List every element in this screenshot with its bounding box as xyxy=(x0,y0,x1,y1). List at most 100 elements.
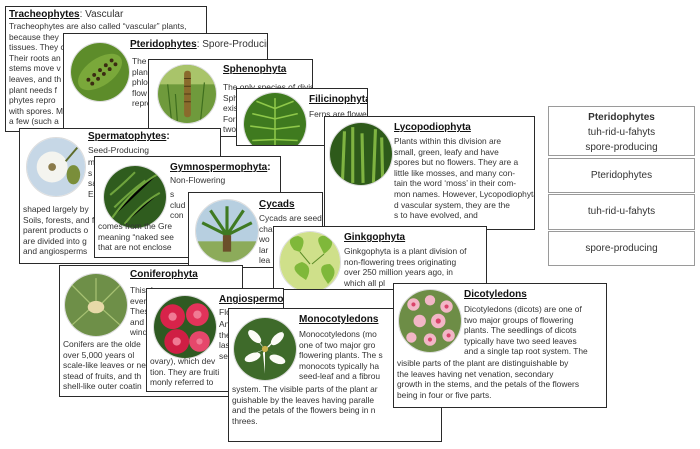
text-line: m xyxy=(88,157,95,167)
text-line: monocots typically ha xyxy=(299,360,380,371)
text-line: Ferns are flowerless, vascular xyxy=(309,109,367,119)
card-title: Angiospermophyta: xyxy=(219,294,284,305)
text-line: plants. The seedlings of dicots xyxy=(464,325,577,336)
text-line: sa xyxy=(88,178,97,189)
card-title: Lycopodiophyta xyxy=(394,122,471,133)
label-card-text: Pteridophytes xyxy=(590,170,653,181)
card-text-bottom: system. The visible parts of the plant a… xyxy=(232,384,438,426)
card-title: Cycads xyxy=(259,199,295,210)
camellia-photo xyxy=(153,295,217,359)
dandelion-seed-photo xyxy=(26,137,86,197)
label-card-pronunciation: tuh-rid-u-fahyts xyxy=(548,194,695,230)
text-line: Sphe xyxy=(223,92,243,103)
card-ginkgophyta: Ginkgophyta Ginkgophyta is a plant divis… xyxy=(273,226,487,290)
text-line: over 250 million years ago, in xyxy=(344,267,453,278)
text-line: s xyxy=(170,189,175,199)
card-text: mssaEa xyxy=(88,157,108,199)
text-line: and c xyxy=(130,316,151,327)
master-card-meaning: spore-producing xyxy=(585,142,658,153)
text-line: one of two major gro xyxy=(299,339,376,350)
text-line: Conifers are the olde xyxy=(63,339,141,349)
text-line: Ginkgophyta is a plant division of xyxy=(344,246,467,256)
text-line: This d xyxy=(130,285,153,295)
text-line: typically have two seed leaves xyxy=(464,335,577,346)
text-line: see xyxy=(219,350,233,361)
text-line: shaped largely by xyxy=(23,204,89,214)
card-title: Filicinophyta xyxy=(309,94,368,105)
text-line: over 5,000 years ol xyxy=(63,349,135,360)
text-line: Fore xyxy=(223,113,241,124)
text-line: d vascular system, they are the xyxy=(394,199,510,210)
text-line: wo xyxy=(259,234,270,245)
text-line: leaves, and th xyxy=(9,73,62,84)
text-line: cha xyxy=(259,223,273,234)
card-title: Tracheophytes: Vascular xyxy=(9,9,124,20)
text-line: system. The visible parts of the plant a… xyxy=(232,384,378,394)
card-text-bottom: visible parts of the plant are distingui… xyxy=(397,358,603,400)
master-card-pronunciation: tuh-rid-u-fahyts xyxy=(587,127,656,138)
master-card-title: Pteridophytes xyxy=(588,112,655,123)
text-line: which all pl xyxy=(344,277,385,288)
text-line: Dicotyledons (dicots) are one of xyxy=(464,304,582,314)
text-line: being in four or five parts. xyxy=(397,389,492,400)
text-line: An xyxy=(219,319,230,329)
text-line: growth in the stems, and the petals of t… xyxy=(397,379,580,390)
text-line: seed-leaf and a fibrou xyxy=(299,371,381,382)
card-title: Gymnospermophyta: xyxy=(170,162,271,173)
text-line: threes. xyxy=(232,415,258,426)
text-line: visible parts of the plant are distingui… xyxy=(397,358,569,368)
label-card-text: spore-producing xyxy=(585,243,658,254)
text-line: repro xyxy=(132,98,152,109)
card-title: Monocotyledons xyxy=(299,314,379,325)
card-subtitle: Seed-Producing xyxy=(88,145,149,155)
card-text: Tracheophytes are also called “vascular”… xyxy=(9,21,204,127)
text-line: a few (such a xyxy=(9,116,59,127)
text-line: The p xyxy=(132,56,154,66)
card-title: Spermatophytes: xyxy=(88,131,170,142)
text-line: tion. They are fruiti xyxy=(150,366,220,377)
card-title: Pteridophytes: Spore-Producing xyxy=(130,39,267,50)
text-line: parent products o xyxy=(23,225,89,236)
text-line: plan xyxy=(132,66,148,77)
text-line: The only species of division xyxy=(223,82,312,92)
text-line: phlo xyxy=(132,77,148,88)
text-line: Cycads are seed plants typically xyxy=(259,213,322,223)
text-line: stead of fruits, and th xyxy=(63,370,142,381)
text-line: These xyxy=(130,306,154,317)
card-title: Dicotyledons xyxy=(464,289,527,300)
text-line: stems move v xyxy=(9,63,61,74)
card-title: Sphenophyta xyxy=(223,64,287,75)
text-line: go bilo xyxy=(344,288,486,289)
conifer-cone-photo xyxy=(64,273,128,337)
ginkgo-leaf-photo xyxy=(279,231,341,289)
text-line: clud xyxy=(170,199,186,210)
card-subtitle: Non-Flowering xyxy=(170,175,226,185)
text-line: everg xyxy=(130,295,151,306)
text-line: Tracheophytes are also called “vascular”… xyxy=(9,21,187,31)
text-line: flowering plants. The s xyxy=(299,350,383,361)
text-line: flow xyxy=(132,87,147,98)
text-line: small, green, leafy and have xyxy=(394,146,499,157)
text-line: the xyxy=(219,329,231,340)
text-line: s to have evolved, and xyxy=(394,210,478,221)
text-line: and angiosperms xyxy=(23,246,88,257)
text-line: lea xyxy=(259,255,271,266)
text-line: con xyxy=(170,210,184,221)
cycad-photo xyxy=(195,199,259,263)
lily-photo xyxy=(233,317,297,381)
card-lycopodiophyta: Lycopodiophyta Plants within this divisi… xyxy=(324,116,535,230)
clubmoss-photo xyxy=(329,122,393,186)
blossom-photo xyxy=(398,289,462,353)
label-card-name: Pteridophytes xyxy=(548,158,695,193)
label-card-text: tuh-rid-u-fahyts xyxy=(587,206,656,217)
horsetail-photo xyxy=(157,64,217,124)
